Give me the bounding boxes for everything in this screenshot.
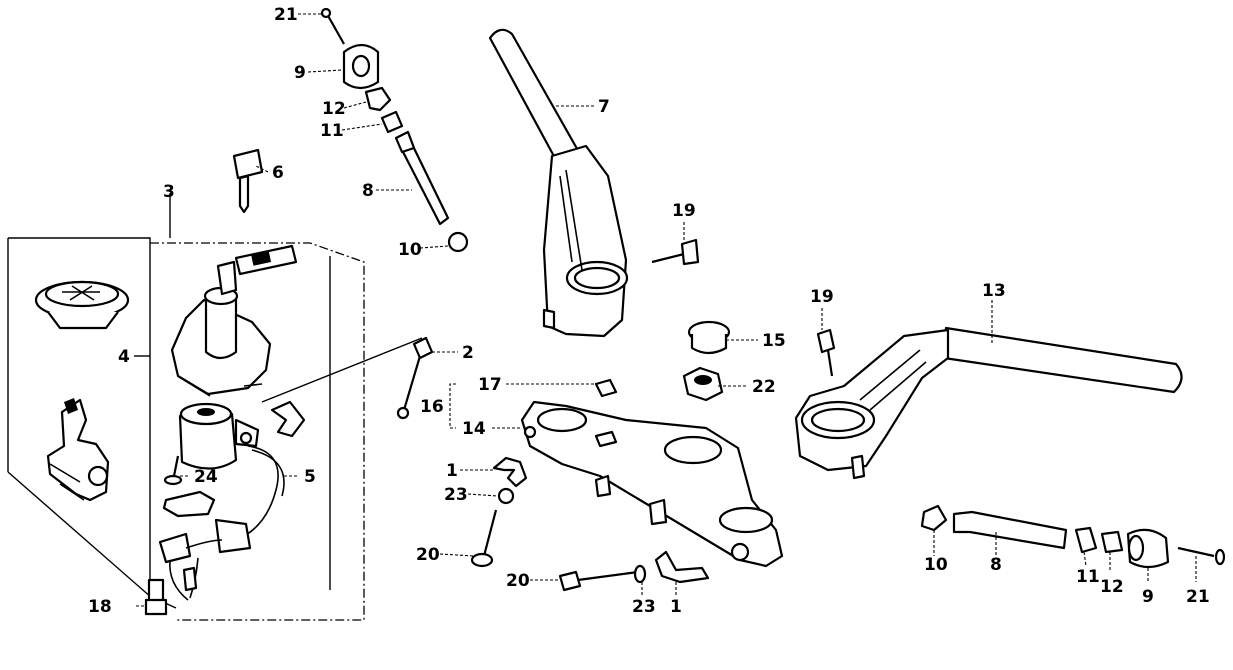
label-15: 15	[762, 331, 786, 351]
label-6: 6	[272, 163, 284, 183]
label-13: 13	[982, 281, 1006, 301]
label-11: 11	[320, 121, 344, 141]
label-23: 23	[444, 485, 468, 505]
label-18: 18	[88, 597, 112, 617]
label-9: 9	[294, 63, 306, 83]
bolt-part-18	[144, 578, 168, 616]
label-21: 21	[274, 5, 298, 25]
ignition-switch-part-3	[170, 244, 298, 397]
wire-clip	[270, 400, 306, 438]
key-part-6	[232, 148, 264, 214]
label-10: 10	[398, 240, 422, 260]
label-19: 19	[672, 201, 696, 221]
label-16: 16	[420, 397, 444, 417]
label-2: 2	[462, 343, 474, 363]
leader-lines	[136, 13, 1197, 607]
label-21b: 21	[1186, 587, 1210, 607]
bolt-part-19a	[651, 238, 700, 266]
handlebar-part-13	[794, 326, 1183, 480]
label-24: 24	[194, 467, 218, 487]
label-12b: 12	[1100, 577, 1124, 597]
lock-body-part-4b	[46, 398, 110, 502]
lock-cylinder-part-3b	[178, 402, 260, 470]
label-4: 4	[118, 347, 130, 367]
label-20b: 20	[506, 571, 530, 591]
label-12: 12	[322, 99, 346, 119]
handlebar-part-7	[488, 28, 629, 338]
nut-part-22	[682, 366, 724, 402]
top-bridge-part-16	[520, 378, 784, 568]
label-20: 20	[416, 545, 440, 565]
label-22: 22	[752, 377, 776, 397]
bolt-part-19b	[816, 328, 836, 377]
label-11b: 11	[1076, 567, 1100, 587]
fuel-cap-part-4	[34, 280, 130, 330]
label-8: 8	[362, 181, 374, 201]
bar-end-assembly-left	[320, 7, 469, 253]
label-10b: 10	[924, 555, 948, 575]
bar-end-assembly-right	[920, 504, 1226, 569]
cap-part-15	[687, 320, 731, 355]
label-23b: 23	[632, 597, 656, 617]
screw-part-24	[162, 455, 216, 518]
label-9b: 9	[1142, 587, 1154, 607]
label-7: 7	[598, 97, 610, 117]
label-17: 17	[478, 375, 502, 395]
label-3: 3	[163, 182, 175, 202]
label-1b: 1	[670, 597, 682, 617]
part-labels: 21 9 12 11 8 10 7 19 6 3 4 2 15 22 17 16…	[88, 5, 1210, 617]
label-14: 14	[462, 419, 486, 439]
label-5: 5	[304, 467, 316, 487]
label-1: 1	[446, 461, 458, 481]
label-19b: 19	[810, 287, 834, 307]
wire-harness-part-5	[158, 445, 285, 601]
label-8b: 8	[990, 555, 1002, 575]
clamp-parts-lower	[470, 456, 710, 592]
